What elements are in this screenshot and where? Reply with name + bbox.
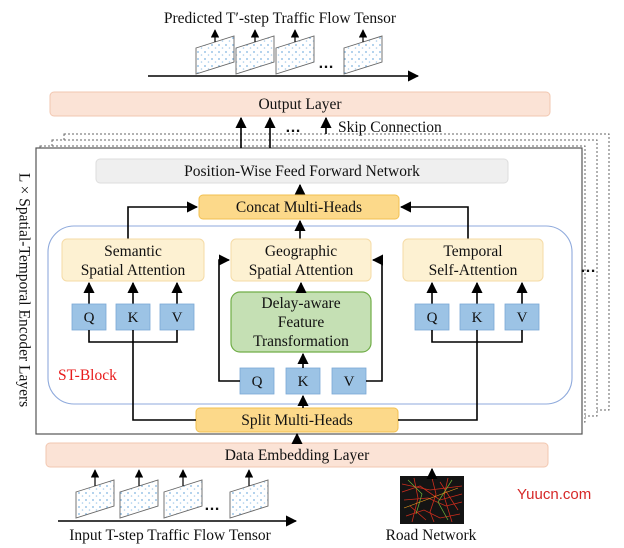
geographic-v-label: V — [344, 374, 355, 390]
st-block-container — [47, 225, 573, 405]
delay-line3: Transformation — [253, 333, 349, 350]
tensor-slice — [275, 29, 315, 75]
skip-ellipsis: … — [285, 119, 301, 136]
geographic-v-box — [331, 367, 367, 395]
tensor-slice — [195, 29, 235, 75]
semantic-v-box — [159, 303, 195, 331]
geographic-q-route — [218, 254, 240, 382]
geographic-line2: Spatial Attention — [249, 262, 354, 279]
temporal-q-box — [414, 303, 450, 331]
temporal-line2: Self-Attention — [429, 262, 518, 279]
split-label: Split Multi-Heads — [241, 412, 353, 429]
output-layer-box — [49, 91, 551, 117]
output-layer-label: Output Layer — [258, 96, 342, 113]
geographic-q-label: Q — [252, 374, 263, 390]
output-tensor-slices: … — [195, 29, 383, 75]
semantic-line1: Semantic — [104, 243, 162, 260]
geographic-q-box — [239, 367, 275, 395]
road-network-image — [400, 476, 464, 524]
semantic-attention-box — [61, 238, 205, 282]
watermark-text: Yuucn.com — [517, 486, 591, 503]
temporal-line1: Temporal — [443, 243, 502, 260]
split-to-temporal-route — [398, 342, 478, 421]
ffn-label: Position-Wise Feed Forward Network — [184, 163, 420, 180]
tensor-slice — [75, 469, 115, 519]
temporal-to-concat-line — [399, 201, 469, 239]
semantic-to-concat-line — [127, 201, 199, 239]
semantic-q-box — [71, 303, 107, 331]
input-tensor-title: Input T-step Traffic Flow Tensor — [69, 527, 271, 544]
tensor-slice — [163, 469, 203, 519]
tensor-slice — [229, 469, 269, 519]
data-embedding-label: Data Embedding Layer — [225, 447, 370, 464]
temporal-q-label: Q — [427, 310, 438, 326]
tensor-slice — [235, 29, 275, 75]
skip-connection-label: Skip Connection — [338, 119, 442, 136]
semantic-v-label: V — [172, 310, 183, 326]
encoder-side-label: L × Spatial-Temporal Encoder Layers — [15, 173, 32, 407]
tensor-slice — [343, 29, 383, 75]
layers-ellipsis: … — [580, 259, 596, 276]
geographic-v-route — [366, 254, 384, 382]
st-block-label: ST-Block — [58, 367, 117, 384]
temporal-v-box — [504, 303, 540, 331]
delay-line2: Feature — [278, 314, 325, 331]
semantic-line2: Spatial Attention — [81, 262, 186, 279]
split-to-semantic-route — [132, 342, 196, 421]
geographic-k-label: K — [298, 374, 309, 390]
temporal-v-label: V — [517, 310, 528, 326]
concat-box — [198, 194, 400, 220]
semantic-q-label: Q — [84, 310, 95, 326]
semantic-k-box — [115, 303, 151, 331]
geographic-attention-box — [230, 238, 372, 282]
delay-line1: Delay-aware — [261, 295, 340, 312]
temporal-k-label: K — [472, 310, 483, 326]
semantic-k-label: K — [128, 310, 139, 326]
temporal-attention-box — [402, 238, 544, 282]
input-tensor-ellipsis: … — [204, 497, 220, 514]
geographic-line1: Geographic — [265, 243, 337, 260]
temporal-k-box — [459, 303, 495, 331]
input-tensor-slices: … — [75, 469, 269, 519]
concat-label: Concat Multi-Heads — [236, 199, 362, 216]
tensor-slice — [119, 469, 159, 519]
road-network-label: Road Network — [386, 527, 477, 544]
predicted-tensor-title: Predicted T′-step Traffic Flow Tensor — [164, 10, 397, 27]
output-tensor-ellipsis: … — [318, 55, 334, 72]
ffn-box — [95, 158, 509, 184]
